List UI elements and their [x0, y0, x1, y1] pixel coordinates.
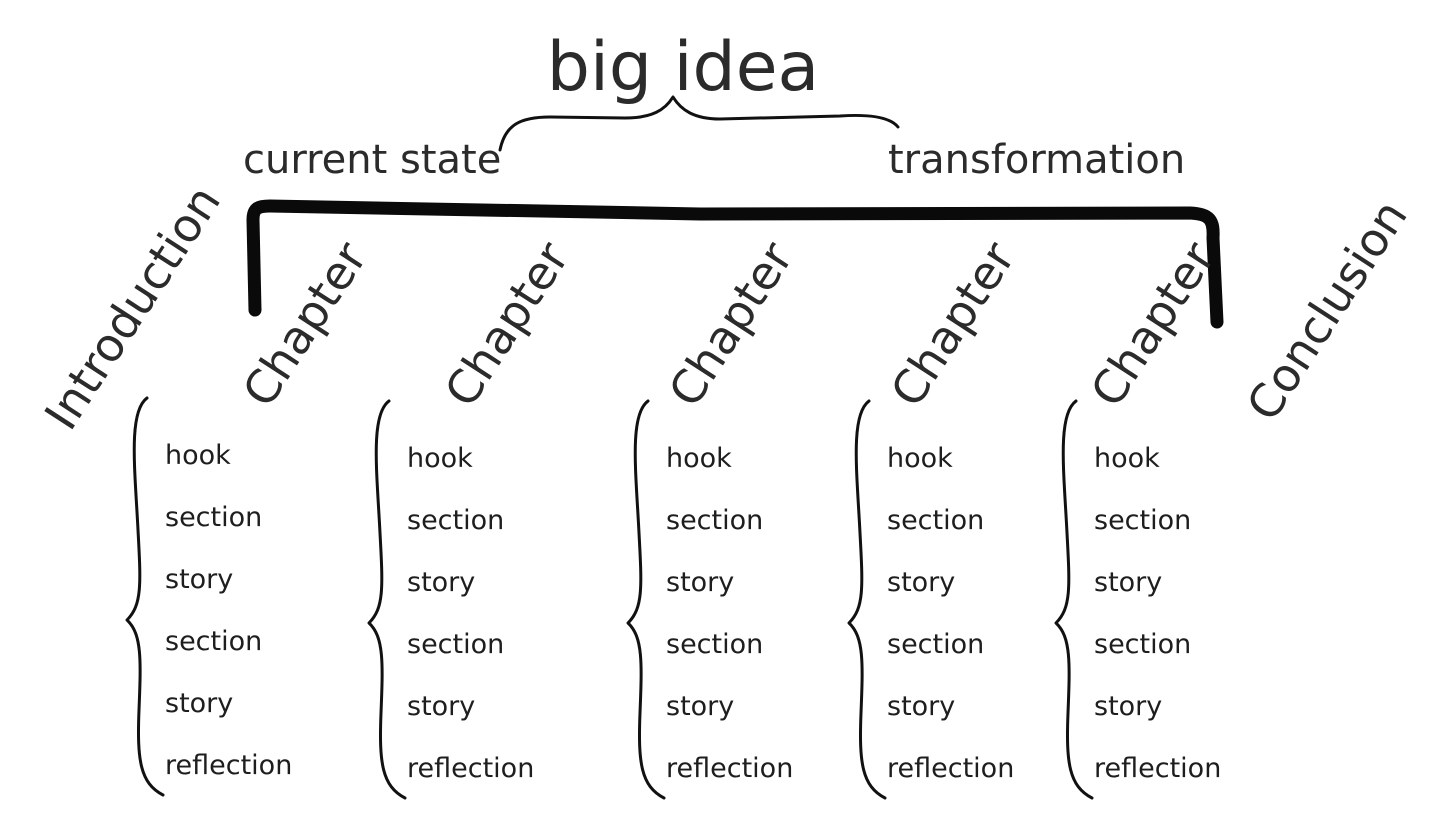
- list-item: story: [407, 691, 475, 722]
- list-item: section: [1094, 505, 1191, 536]
- list-item: story: [666, 567, 734, 598]
- list-item: section: [1094, 629, 1191, 660]
- conclusion-label: Conclusion: [1236, 190, 1418, 430]
- list-item: story: [407, 567, 475, 598]
- current-state-label: current state: [243, 137, 501, 183]
- chapter-brace: [367, 399, 407, 800]
- introduction-label: Introduction: [34, 176, 231, 439]
- list-item: story: [887, 567, 955, 598]
- chapter-brace: [626, 399, 666, 800]
- list-item: hook: [407, 443, 473, 474]
- list-item: section: [165, 502, 262, 533]
- list-item: story: [1094, 691, 1162, 722]
- list-item: story: [165, 564, 233, 595]
- list-item: hook: [887, 443, 953, 474]
- list-item: reflection: [887, 753, 1014, 784]
- chapter-label: Chapter: [880, 232, 1026, 416]
- list-item: hook: [1094, 443, 1160, 474]
- chapter-items: hook section story section story reflect…: [887, 443, 1014, 784]
- chapter-items: hook section story section story reflect…: [1094, 443, 1221, 784]
- chapters-bracket: [246, 199, 1224, 329]
- list-item: hook: [165, 440, 231, 471]
- list-item: section: [407, 629, 504, 660]
- list-item: section: [666, 629, 763, 660]
- chapter-label: Chapter: [434, 232, 580, 416]
- chapter-items: hook section story section story reflect…: [407, 443, 534, 784]
- big-idea-brace: [498, 95, 900, 152]
- list-item: reflection: [407, 753, 534, 784]
- list-item: section: [887, 629, 984, 660]
- list-item: story: [887, 691, 955, 722]
- chapter-items: hook section story section story reflect…: [666, 443, 793, 784]
- big-idea-title: big idea: [547, 28, 819, 107]
- list-item: section: [407, 505, 504, 536]
- list-item: section: [666, 505, 763, 536]
- list-item: reflection: [1094, 753, 1221, 784]
- chapter-brace: [1054, 399, 1094, 800]
- transformation-label: transformation: [888, 137, 1185, 183]
- list-item: story: [165, 688, 233, 719]
- chapter-label: Chapter: [1080, 232, 1226, 416]
- chapter-brace: [125, 396, 165, 797]
- list-item: section: [887, 505, 984, 536]
- list-item: hook: [666, 443, 732, 474]
- chapter-label: Chapter: [658, 232, 804, 416]
- chapter-brace: [847, 399, 887, 800]
- list-item: story: [1094, 567, 1162, 598]
- list-item: section: [165, 626, 262, 657]
- list-item: reflection: [666, 753, 793, 784]
- chapter-items: hook section story section story reflect…: [165, 440, 292, 781]
- list-item: story: [666, 691, 734, 722]
- list-item: reflection: [165, 750, 292, 781]
